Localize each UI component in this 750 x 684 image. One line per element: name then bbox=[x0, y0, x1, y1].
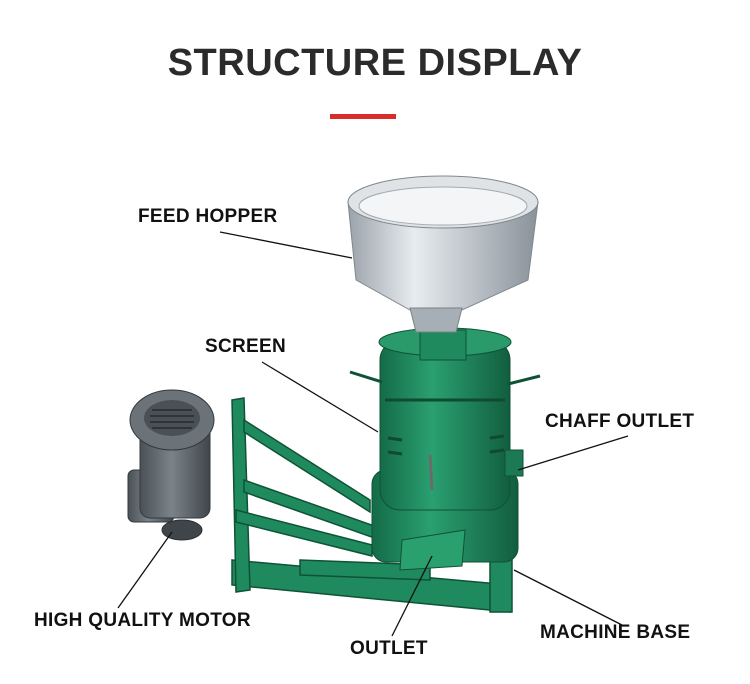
machine-body bbox=[349, 327, 541, 571]
leader-screen bbox=[261, 361, 379, 433]
leader-chaff-outlet bbox=[517, 435, 629, 471]
feed-hopper bbox=[347, 175, 539, 333]
leader-machine-base bbox=[513, 569, 623, 626]
label-motor: HIGH QUALITY MOTOR bbox=[34, 610, 251, 631]
motor bbox=[127, 389, 215, 541]
label-machine-base: MACHINE BASE bbox=[540, 622, 691, 643]
page-title: STRUCTURE DISPLAY bbox=[167, 42, 583, 84]
leader-motor bbox=[117, 531, 173, 609]
label-feed-hopper: FEED HOPPER bbox=[138, 206, 278, 227]
label-outlet: OUTLET bbox=[350, 638, 428, 659]
label-screen: SCREEN bbox=[205, 336, 286, 357]
title-accent-bar bbox=[330, 114, 396, 119]
leader-outlet bbox=[391, 555, 433, 637]
leader-lines bbox=[117, 231, 629, 637]
leader-feed-hopper bbox=[219, 231, 353, 259]
label-chaff-outlet: CHAFF OUTLET bbox=[545, 411, 695, 432]
